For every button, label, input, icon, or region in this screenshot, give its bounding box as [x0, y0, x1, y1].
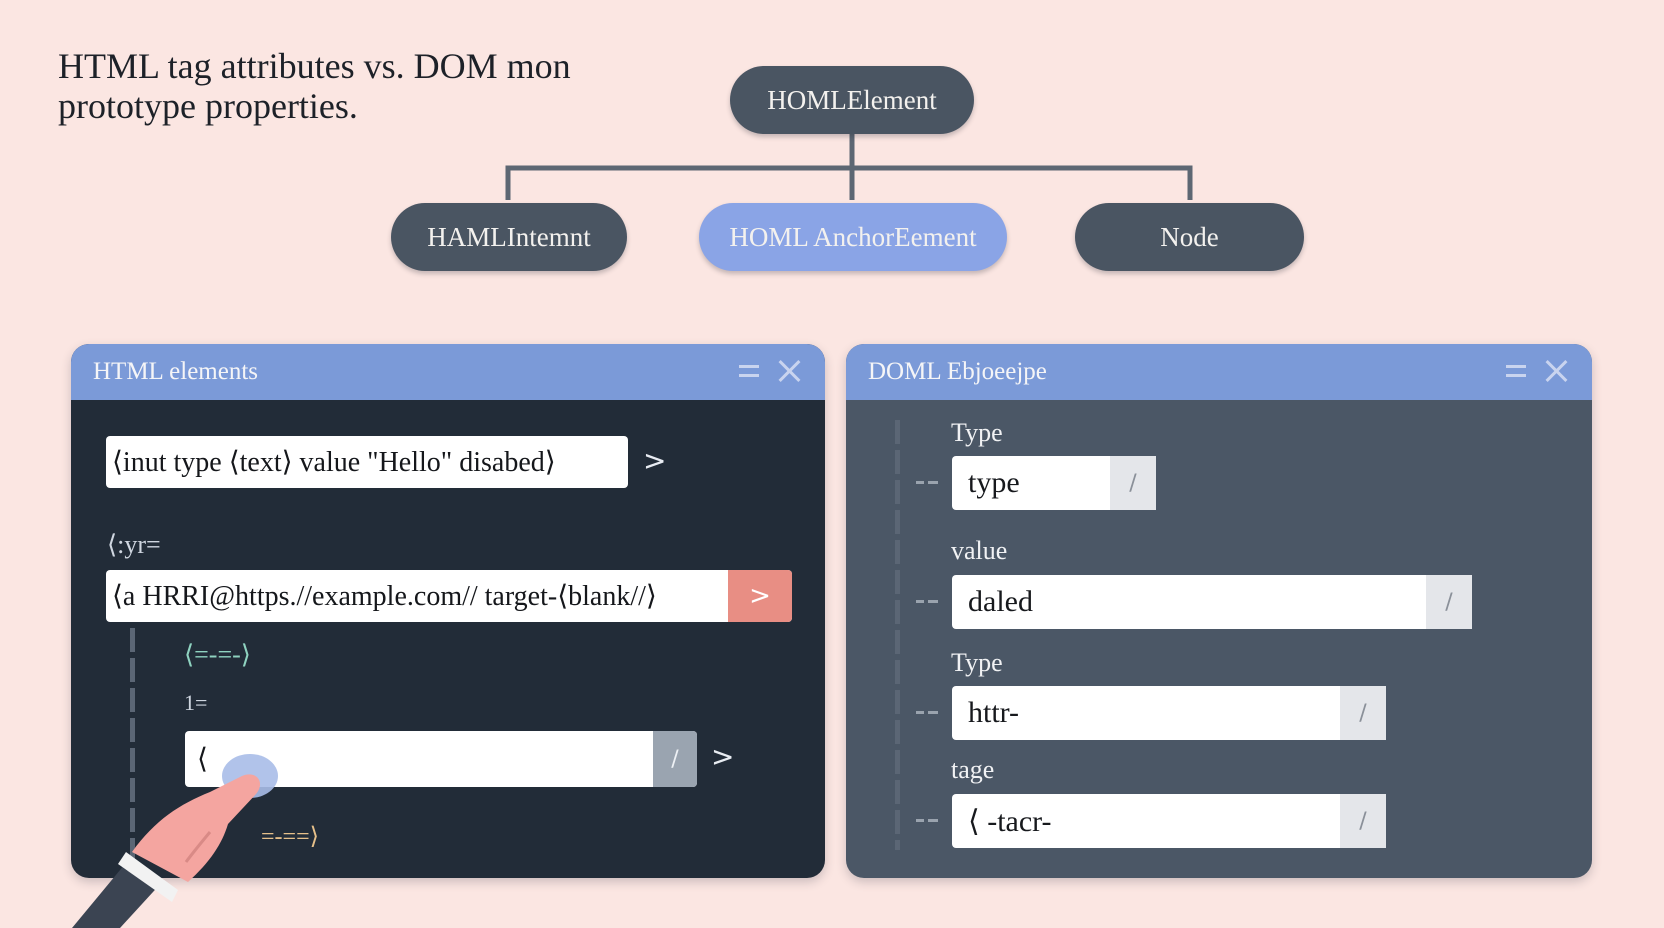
pointing-hand-icon [72, 754, 278, 928]
editable-field-text: ⟨ [197, 744, 208, 775]
field-value: httr- [968, 696, 1020, 729]
input-tag-text: ⟨inut type ⟨text⟩ value "Hello" disabed⟩ [112, 447, 556, 478]
connector-icon [916, 596, 938, 606]
field-value-input[interactable]: daled / [952, 575, 1472, 629]
title-line-2: prototype properties. [58, 86, 358, 126]
field-tage-input[interactable]: ⟨ -tacr- / [952, 794, 1386, 848]
dom-object-panel: DOML Ebjoeejpe Type type / value daled /… [846, 344, 1592, 878]
panel-title: HTML elements [93, 358, 259, 385]
edit-icon[interactable]: / [1426, 575, 1472, 629]
tree-guide-line [130, 628, 135, 868]
edit-icon[interactable]: / [1110, 456, 1156, 510]
field-label-value: value [951, 536, 1008, 565]
code-fragment-4: =-==⟩ [261, 824, 319, 850]
tree-node-child-2: HOML AnchorEement [699, 203, 1007, 271]
field-label-tage: tage [951, 755, 995, 784]
title-line-1: HTML tag attributes vs. DOM mon [58, 46, 571, 86]
panel-title: DOML Ebjoeejpe [868, 358, 1047, 385]
anchor-expand-button[interactable]: > [728, 570, 792, 622]
tree-guide-line [895, 420, 900, 850]
close-icon[interactable] [1544, 358, 1570, 384]
input-arrow-icon: > [643, 444, 667, 477]
tree-connectors [505, 132, 1193, 200]
field-label-type-2: Type [951, 648, 1003, 677]
field-value: type [968, 466, 1020, 499]
code-fragment-3: 1= [184, 690, 208, 715]
input-tag-code[interactable]: ⟨inut type ⟨text⟩ value "Hello" disabed⟩ [106, 436, 628, 488]
minimize-icon[interactable] [1506, 365, 1526, 377]
code-fragment-2: ⟨=-=-⟩ [184, 640, 251, 669]
edit-icon[interactable]: / [1340, 794, 1386, 848]
anchor-tag-text: ⟨a HRRI@https.//example.com// target-⟨bl… [112, 581, 657, 612]
anchor-tag-code[interactable]: ⟨a HRRI@https.//example.com// target-⟨bl… [106, 570, 792, 622]
field-type-input[interactable]: type / [952, 456, 1156, 510]
panel-header: HTML elements [71, 344, 825, 400]
field-value: daled [968, 585, 1033, 618]
panel-body: Type type / value daled / Type httr- / t… [846, 400, 1592, 878]
connector-icon [916, 815, 938, 825]
panel-header: DOML Ebjoeejpe [846, 344, 1592, 400]
tree-node-child-1: HAMLIntemnt [391, 203, 627, 271]
tree-node-child-3: Node [1075, 203, 1304, 271]
field-type-2-input[interactable]: httr- / [952, 686, 1386, 740]
field-arrow-icon: > [711, 740, 735, 773]
field-label-type: Type [951, 418, 1003, 447]
tree-node-root: HOMLElement [730, 66, 974, 134]
diagram-title: HTML tag attributes vs. DOM mon prototyp… [58, 46, 678, 126]
edit-icon[interactable]: / [1340, 686, 1386, 740]
field-value: ⟨ -tacr- [968, 804, 1052, 838]
connector-icon [916, 707, 938, 717]
edit-field-button[interactable]: / [653, 731, 697, 787]
code-fragment-1: ⟨:yr= [107, 530, 161, 559]
close-icon[interactable] [777, 358, 803, 384]
connector-icon [916, 477, 938, 487]
minimize-icon[interactable] [739, 365, 759, 377]
html-elements-panel: HTML elements ⟨inut type ⟨text⟩ value "H… [71, 344, 825, 878]
